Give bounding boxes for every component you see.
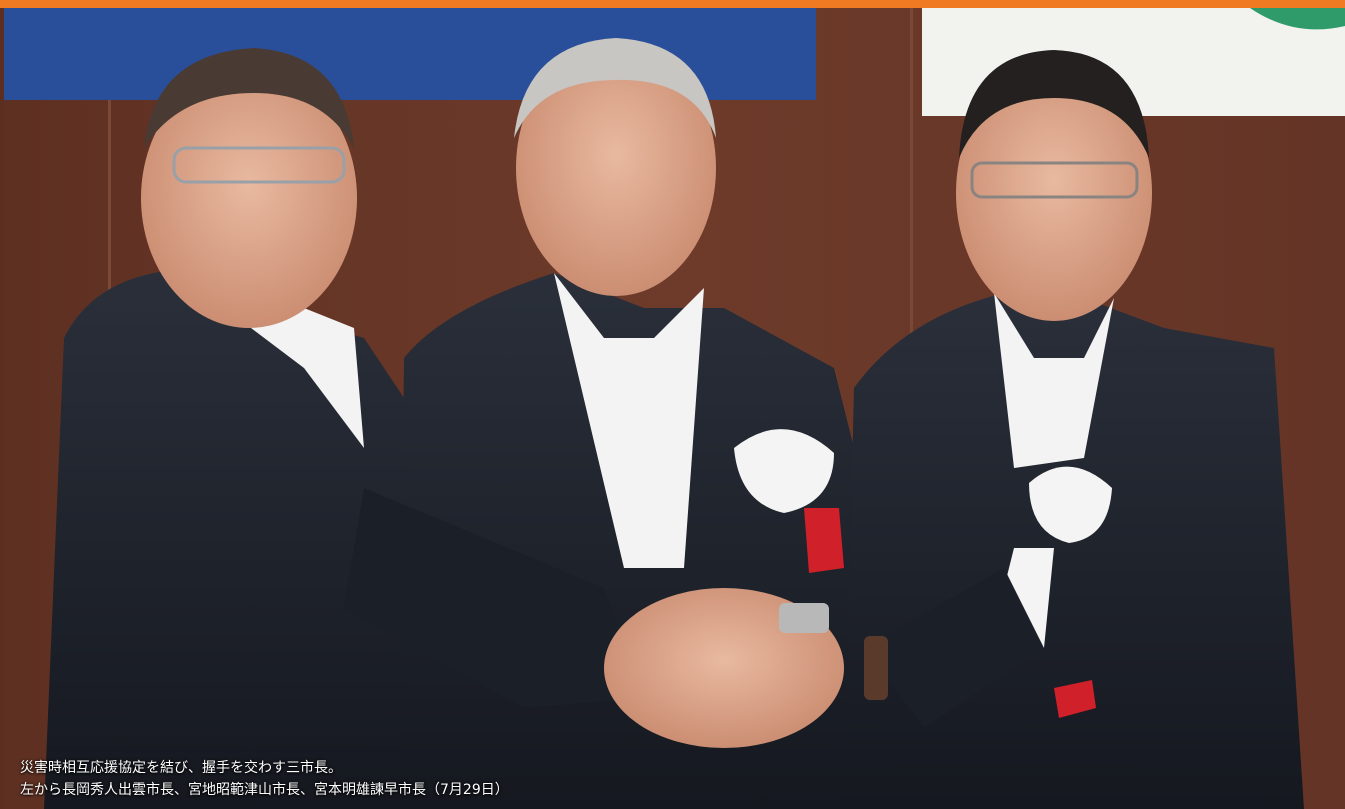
photo-caption: 災害時相互応援協定を結び、握手を交わす三市長。 左から長岡秀人出雲市長、宮地昭範… [20, 757, 509, 801]
left-arm [344, 488, 644, 708]
caption-line-2: 左から長岡秀人出雲市長、宮地昭範津山市長、宮本明雄諫早市長（7月29日） [20, 782, 509, 798]
middle-hair [514, 38, 716, 138]
watch-middle [779, 603, 829, 633]
caption-line-1: 災害時相互応援協定を結び、握手を交わす三市長。 [20, 760, 342, 776]
right-shirt-collar [994, 293, 1114, 468]
left-hair [144, 48, 354, 148]
right-glasses [970, 161, 1139, 199]
sign-green-emblem [1250, 8, 1345, 30]
left-shirt-collar [174, 270, 364, 448]
left-head [141, 68, 357, 328]
orange-top-bar [0, 0, 1345, 8]
right-ribbon-red [1054, 680, 1096, 718]
right-arm [864, 568, 1044, 728]
middle-rosette [734, 429, 834, 513]
left-glasses [172, 146, 346, 184]
watch-right [864, 636, 888, 700]
middle-head [516, 40, 716, 296]
middle-ribbon [804, 508, 844, 573]
middle-shirt-collar [554, 273, 704, 568]
right-hair [959, 50, 1149, 158]
right-head [956, 65, 1152, 321]
clasped-hands [344, 488, 1044, 748]
right-rosette [1029, 466, 1112, 543]
photo-three-mayors-handshake [4, 8, 1345, 809]
